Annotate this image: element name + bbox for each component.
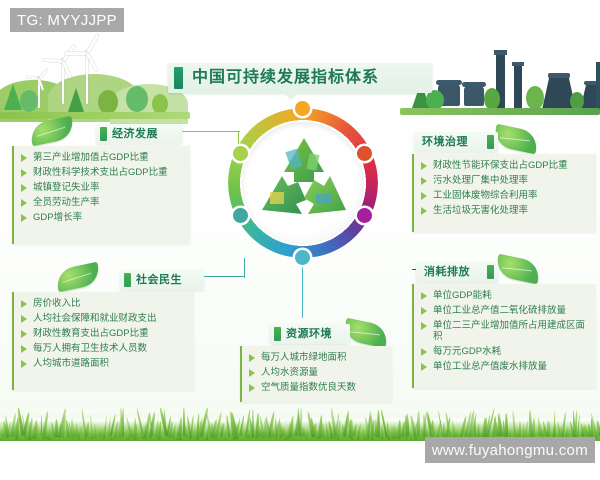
list-item: 生活垃圾无害化处理率 (421, 205, 591, 216)
ring-node-lower-right (357, 208, 372, 223)
panel-header-economic: 经济发展 (96, 124, 182, 144)
list-item: 财政性科学技术支出占GDP比重 (21, 167, 185, 178)
list-item: 单位工业总产值废水排放量 (421, 361, 591, 372)
panel-body-economic: 第三产业增加值占GDP比重 财政性科学技术支出占GDP比重 城镇登记失业率 全员… (12, 146, 190, 244)
page-title: 中国可持续发展指标体系 (192, 67, 424, 89)
watermark-bottom-right: www.fuyahongmu.com (425, 437, 595, 463)
list-item: 工业固体废物综合利用率 (421, 190, 591, 201)
left-scenery-illustration (0, 46, 185, 121)
recycle-icon (258, 136, 350, 230)
panel-title-environmental: 环境治理 (422, 134, 468, 150)
list-item: 城镇登记失业率 (21, 182, 185, 193)
list-item: 人均水资源量 (249, 367, 387, 378)
header-accent-bar (274, 327, 281, 341)
list-item: 每万人拥有卫生技术人员数 (21, 343, 189, 354)
list-item: 每万人城市绿地面积 (249, 352, 387, 363)
header-accent-bar (124, 273, 131, 287)
panel-body-social: 房价收入比 人均社会保障和就业财政支出 财政性教育支出占GDP比重 每万人拥有卫… (12, 292, 194, 390)
list-item: 人均社会保障和就业财政支出 (21, 313, 189, 324)
watermark-top-left: TG: MYYJJPP (10, 8, 124, 32)
page-title-banner: 中国可持续发展指标体系 (168, 63, 432, 93)
indicator-list-environmental: 财政性节能环保支出占GDP比重 污水处理厂集中处理率 工业固体废物综合利用率 生… (414, 154, 596, 222)
list-item: 财政性节能环保支出占GDP比重 (421, 160, 591, 171)
ring-node-upper-left (233, 146, 248, 161)
indicator-list-social: 房价收入比 人均社会保障和就业财政支出 财政性教育支出占GDP比重 每万人拥有卫… (14, 292, 194, 375)
list-item: 全员劳动生产率 (21, 197, 185, 208)
panel-header-consumption: 消耗排放 (416, 262, 498, 282)
indicator-list-resources: 每万人城市绿地面积 人均水资源量 空气质量指数优良天数 (242, 346, 392, 399)
title-accent-bar (174, 67, 183, 89)
header-accent-bar (100, 127, 107, 141)
panel-body-resources: 每万人城市绿地面积 人均水资源量 空气质量指数优良天数 (240, 346, 392, 402)
list-item: 单位工业总产值二氧化硫排放量 (421, 305, 591, 316)
panel-title-resources: 资源环境 (286, 326, 332, 342)
panel-title-economic: 经济发展 (112, 126, 158, 142)
panel-header-resources: 资源环境 (270, 324, 350, 344)
panel-title-consumption: 消耗排放 (424, 264, 470, 280)
header-accent-bar (487, 135, 494, 149)
list-item: 单位二三产业增加值所占用建成区面积 (421, 320, 589, 342)
ring-node-upper-right (357, 146, 372, 161)
ring-node-bottom (295, 250, 310, 265)
list-item: 第三产业增加值占GDP比重 (21, 152, 185, 163)
header-accent-bar (487, 265, 494, 279)
list-item: 人均城市道路面积 (21, 358, 189, 369)
list-item: GDP增长率 (21, 212, 185, 223)
ring-node-top (295, 101, 310, 116)
list-item: 房价收入比 (21, 298, 189, 309)
list-item: 单位GDP能耗 (421, 290, 591, 301)
indicator-list-economic: 第三产业增加值占GDP比重 财政性科学技术支出占GDP比重 城镇登记失业率 全员… (14, 146, 190, 229)
panel-body-consumption: 单位GDP能耗 单位工业总产值二氧化硫排放量 单位二三产业增加值所占用建成区面积… (412, 284, 596, 388)
list-item: 空气质量指数优良天数 (249, 382, 387, 393)
list-item: 污水处理厂集中处理率 (421, 175, 591, 186)
list-item: 财政性教育支出占GDP比重 (21, 328, 189, 339)
panel-header-social: 社会民生 (120, 270, 204, 290)
list-item: 每万元GDP水耗 (421, 346, 591, 357)
ring-node-lower-left (233, 208, 248, 223)
panel-title-social: 社会民生 (136, 272, 182, 288)
right-scenery-illustration (410, 48, 600, 122)
panel-body-environmental: 财政性节能环保支出占GDP比重 污水处理厂集中处理率 工业固体废物综合利用率 生… (412, 154, 596, 232)
title-notch (282, 92, 300, 100)
indicator-list-consumption: 单位GDP能耗 单位工业总产值二氧化硫排放量 单位二三产业增加值所占用建成区面积… (414, 284, 596, 378)
panel-header-environmental: 环境治理 (414, 132, 498, 152)
